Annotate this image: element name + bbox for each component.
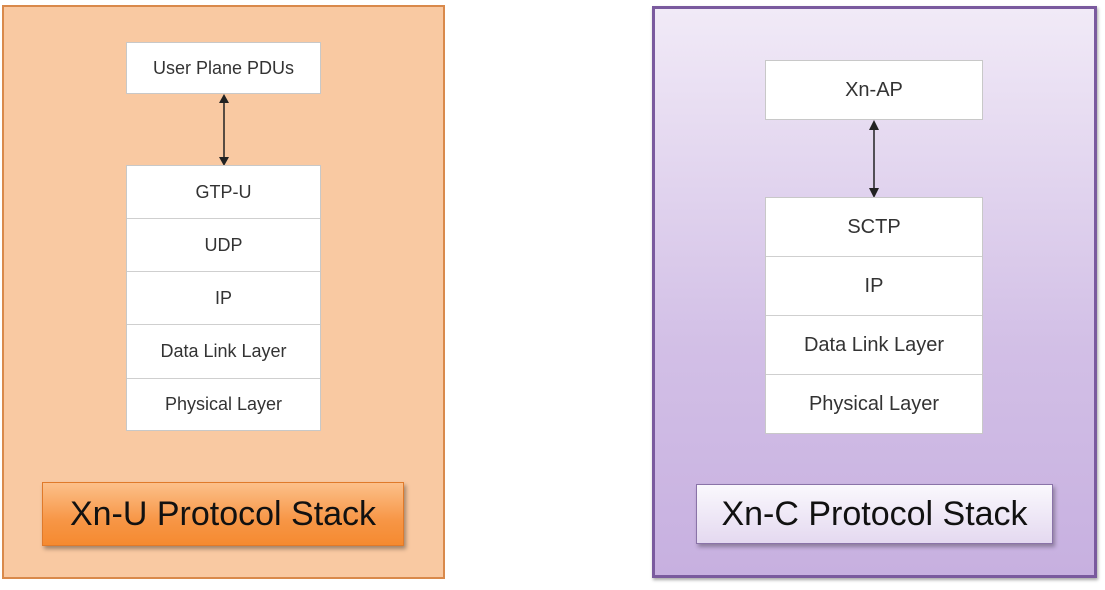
xn-u-layer-stack: GTP-U UDP IP Data Link Layer Physical La… bbox=[126, 165, 321, 431]
xn-c-layer-data-link: Data Link Layer bbox=[766, 316, 982, 375]
xn-c-top-box: Xn-AP bbox=[765, 60, 983, 120]
xn-c-stack-label: Xn-C Protocol Stack bbox=[696, 484, 1053, 544]
xn-u-layer-data-link: Data Link Layer bbox=[127, 325, 320, 379]
xn-c-layer-sctp: SCTP bbox=[766, 198, 982, 257]
xn-c-layer-stack: SCTP IP Data Link Layer Physical Layer bbox=[765, 197, 983, 434]
xn-u-layer-ip: IP bbox=[127, 272, 320, 325]
xn-u-layer-physical: Physical Layer bbox=[164, 394, 283, 414]
xn-u-layer-udp: UDP bbox=[127, 219, 320, 272]
xn-u-stack-label: Xn-U Protocol Stack bbox=[42, 482, 404, 546]
xn-c-bidirectional-arrow bbox=[869, 120, 879, 198]
xn-u-layer-gtp-u: GTP-U bbox=[127, 166, 320, 219]
xn-u-top-box: User Plane PDUs bbox=[126, 42, 321, 94]
xn-u-bidirectional-arrow bbox=[219, 94, 229, 166]
xn-c-layer-physical: Physical Layer bbox=[808, 392, 940, 415]
xn-c-layer-ip: IP bbox=[766, 257, 982, 316]
